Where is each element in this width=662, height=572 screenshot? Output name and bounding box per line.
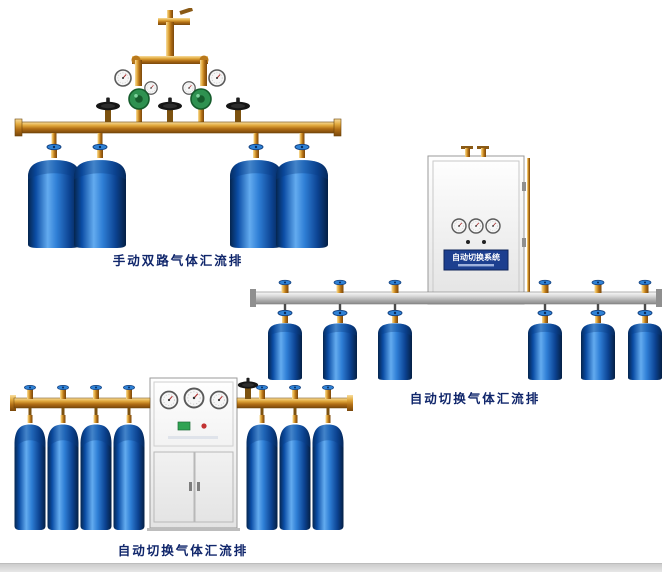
cylinder-station [268,279,302,380]
gas-cylinder [246,424,278,530]
regulator-body [128,88,150,110]
cabinet-nameplate: 自动切换系统 [443,249,509,271]
indicator-light [466,240,470,244]
control-cabinet: 自动切换系统 [427,146,526,305]
red-indicator [201,423,207,429]
gas-cylinder [312,424,344,530]
cylinder-station [113,384,145,530]
gas-cylinder [80,424,112,530]
caption-manual-dual-manifold: 手动双路气体汇流排 [112,254,244,268]
pressure-gauge [485,218,501,234]
auto-switch-cabinet-manifold-image [10,377,353,531]
gas-cylinder [581,323,615,380]
gas-cylinder [47,424,79,530]
auto-switch-manifold-image: 自动切换系统 [250,146,662,380]
indicator-light [482,240,486,244]
manifold-pipe [250,289,662,307]
handwheel-valve [226,97,250,122]
regulator-body [190,88,212,110]
cylinder-station [246,384,278,530]
cylinder-station [47,384,79,530]
cylinder-connection [46,133,310,158]
bottom-border-strip [0,563,662,572]
handwheel-valve [96,97,120,122]
cabinet-nameplate-text: 自动切换系统 [452,252,500,262]
manifold-pipe [14,118,342,137]
cylinder-station [378,279,412,380]
cylinder-station [323,279,357,380]
cabinet-door [153,451,195,523]
auto-switch-manifold-figure: 自动切换系统 [250,146,662,386]
cylinder-station [581,279,615,380]
gas-cylinder [628,323,662,380]
cylinder-station [80,384,112,530]
gas-cylinder [28,160,80,248]
handwheel-valve [158,97,182,122]
pressure-regulator-left [114,69,158,124]
gas-cylinder [74,160,126,248]
cabinet-door [194,451,234,523]
control-cabinet [147,377,240,531]
handwheel-valve [237,377,259,399]
gas-cylinder [378,323,412,380]
green-indicator [177,421,191,431]
caption-auto-switch-cabinet-manifold: 自动切换气体汇流排 [117,544,249,558]
pressure-gauge [114,69,132,87]
cylinder-station [628,279,662,380]
manual-dual-manifold-figure [8,8,348,248]
manual-dual-manifold-image [14,8,342,248]
sensing-pipe [527,158,530,292]
pressure-gauge [159,390,179,410]
caption-auto-switch-manifold: 自动切换气体汇流排 [409,392,541,406]
pressure-gauge [183,387,205,409]
pressure-gauge [209,390,229,410]
pressure-gauge [451,218,467,234]
gas-cylinder [279,424,311,530]
cylinder-station [528,279,562,380]
gas-cylinder [113,424,145,530]
cylinder-station [14,384,46,530]
pressure-gauge [208,69,226,87]
pressure-regulator-right [182,69,226,124]
gas-cylinder [14,424,46,530]
auto-switch-cabinet-manifold-figure [8,372,358,534]
cylinder-station [312,384,344,530]
cylinder-station [279,384,311,530]
manifold-top-assembly [131,8,209,86]
pressure-gauge [468,218,484,234]
gas-cylinder [528,323,562,380]
